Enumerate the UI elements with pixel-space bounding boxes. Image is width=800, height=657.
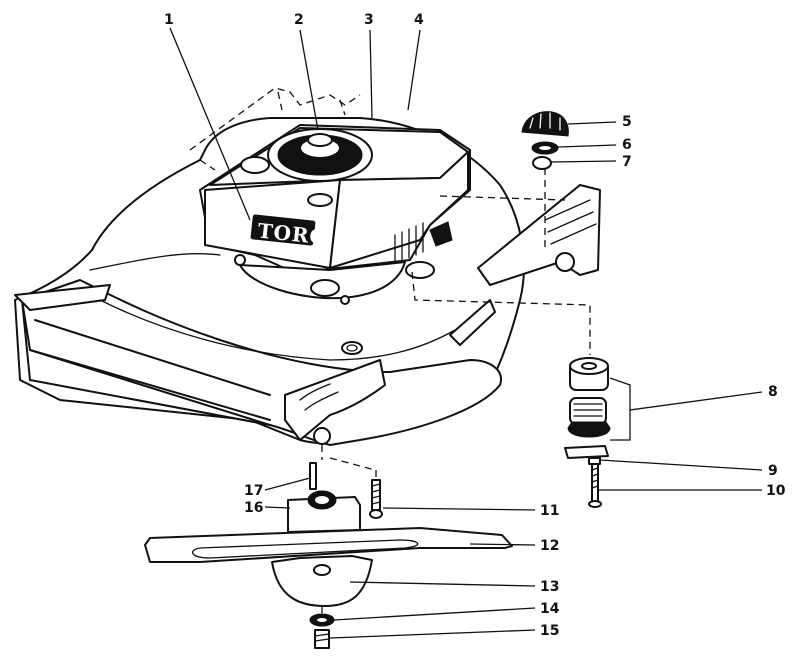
engine-assembly: TORO — [199, 124, 471, 305]
height-adjust-bracket — [439, 168, 601, 286]
blade-adapter-16 — [287, 496, 361, 533]
callout-15: 15 — [540, 623, 559, 639]
callout-12: 12 — [540, 538, 559, 554]
callout-8: 8 — [768, 384, 778, 400]
callout-3: 3 — [364, 12, 374, 28]
wheel-adapter-assembly — [411, 271, 611, 459]
callout-7: 7 — [622, 154, 632, 170]
blade-assembly — [144, 445, 513, 649]
stiffener-13 — [271, 555, 373, 607]
callout-labels: 1 2 3 4 5 6 7 8 9 10 11 12 13 14 15 16 1… — [164, 12, 786, 639]
callout-10: 10 — [766, 483, 786, 499]
callout-6: 6 — [622, 137, 632, 153]
toro-logo-plate — [250, 214, 316, 246]
leader-lines — [169, 27, 763, 639]
callout-16: 16 — [244, 500, 263, 516]
pin-17 — [309, 462, 317, 490]
callout-13: 13 — [540, 579, 559, 595]
callout-1: 1 — [164, 12, 174, 28]
callout-14: 14 — [540, 601, 560, 617]
bolt-10 — [588, 457, 602, 508]
callout-9: 9 — [768, 463, 778, 479]
cap-and-washers — [521, 111, 569, 170]
callout-4: 4 — [414, 12, 424, 28]
callout-11: 11 — [540, 503, 559, 519]
callout-5: 5 — [622, 114, 632, 130]
callout-2: 2 — [294, 12, 304, 28]
callout-17: 17 — [244, 483, 263, 499]
blade-12 — [144, 527, 513, 563]
